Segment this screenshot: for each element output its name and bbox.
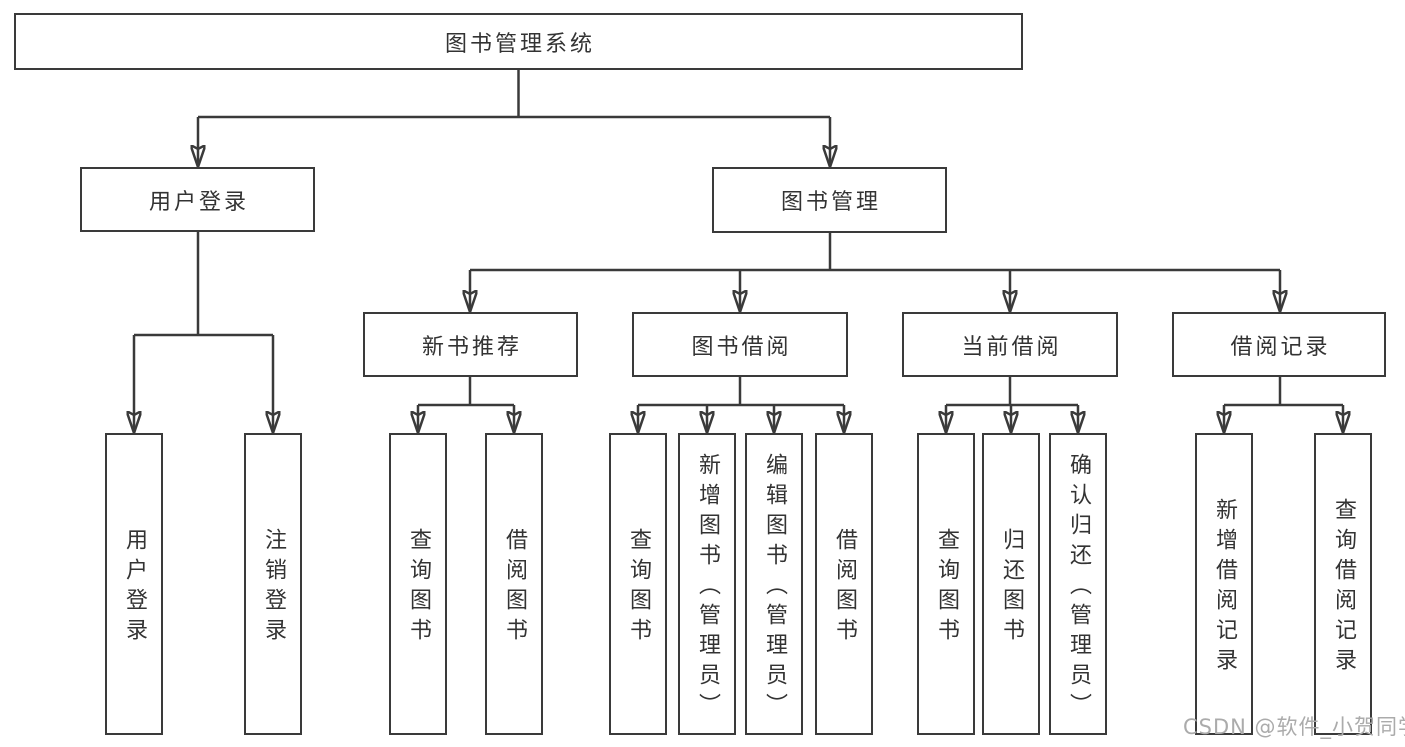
leaf-return-books: 归还图书: [982, 433, 1040, 735]
node-label: 新增借阅记录: [1212, 498, 1237, 678]
leaf-edit-book-admin: 编辑图书（管理员）: [745, 433, 803, 735]
node-label: 图书管理: [780, 190, 881, 215]
node-new-book-recommendation: 新书推荐: [363, 312, 578, 377]
leaf-query-books-current: 查询图书: [917, 433, 975, 735]
leaf-query-books-borrowing: 查询图书: [609, 433, 667, 735]
leaf-query-borrowing-record: 查询借阅记录: [1314, 433, 1372, 735]
node-label: 借阅记录: [1230, 334, 1331, 360]
node-label: 当前借阅: [961, 334, 1062, 360]
node-label: 图书借阅: [691, 334, 792, 360]
node-label: 编辑图书（管理员）: [762, 453, 787, 723]
leaf-confirm-return-admin: 确认归还（管理员）: [1049, 433, 1107, 735]
node-label: 图书管理系统: [444, 31, 595, 57]
node-user-login: 用户登录: [80, 167, 315, 232]
leaf-add-borrowing-record: 新增借阅记录: [1195, 433, 1253, 735]
node-label: 借阅图书: [832, 528, 857, 648]
leaf-query-books-recommend: 查询图书: [389, 433, 447, 735]
node-label: 确认归还（管理员）: [1066, 453, 1091, 723]
node-label: 查询借阅记录: [1331, 498, 1356, 678]
node-label: 注销登录: [261, 528, 286, 648]
csdn-watermark: CSDN @软件_小贺同学: [1183, 715, 1405, 739]
node-current-borrowing: 当前借阅: [902, 312, 1118, 377]
node-label: 新增图书（管理员）: [695, 453, 720, 723]
leaf-logout: 注销登录: [244, 433, 302, 735]
leaf-borrow-books-recommend: 借阅图书: [485, 433, 543, 735]
node-library-management-system: 图书管理系统: [14, 13, 1023, 70]
node-label: 查询图书: [626, 528, 651, 648]
node-label: 借阅图书: [502, 528, 527, 648]
node-book-management: 图书管理: [712, 167, 947, 233]
node-book-borrowing: 图书借阅: [632, 312, 848, 377]
node-label: 查询图书: [934, 528, 959, 648]
node-borrowing-records: 借阅记录: [1172, 312, 1386, 377]
node-label: 用户登录: [122, 528, 147, 648]
node-label: 用户登录: [148, 189, 249, 215]
node-label: 新书推荐: [421, 334, 522, 360]
node-label: 查询图书: [406, 528, 431, 648]
node-label: 归还图书: [999, 528, 1024, 648]
leaf-borrow-books-borrowing: 借阅图书: [815, 433, 873, 735]
leaf-user-login: 用户登录: [105, 433, 163, 735]
leaf-add-book-admin: 新增图书（管理员）: [678, 433, 736, 735]
